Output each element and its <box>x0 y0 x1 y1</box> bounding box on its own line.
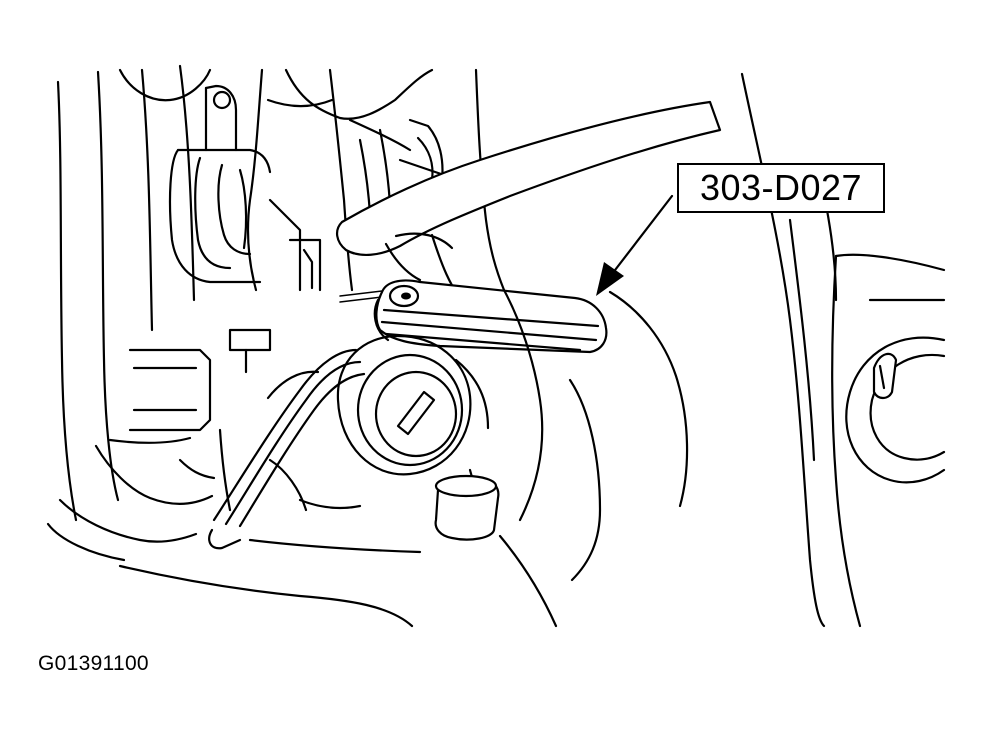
lower-dash-panel <box>118 288 602 628</box>
callout-arrow <box>596 194 674 296</box>
figure-id-label: G01391100 <box>38 652 149 675</box>
column-knob <box>434 474 500 541</box>
special-tool-303-d027 <box>373 279 608 354</box>
dashboard-right-outline <box>608 72 946 628</box>
tool-number-text: 303-D027 <box>699 167 863 208</box>
tool-callout-label: 303-D027 <box>677 163 885 213</box>
wiring-harness <box>208 348 366 550</box>
lower-column-bracket <box>46 328 362 562</box>
dashboard-left-outline <box>56 64 196 522</box>
column-bracket <box>168 84 322 292</box>
ignition-lock-cylinder <box>336 334 498 512</box>
multifunction-lever <box>336 100 722 282</box>
steering-column-shaft <box>118 68 434 292</box>
headlamp-switch-knob <box>845 336 946 484</box>
